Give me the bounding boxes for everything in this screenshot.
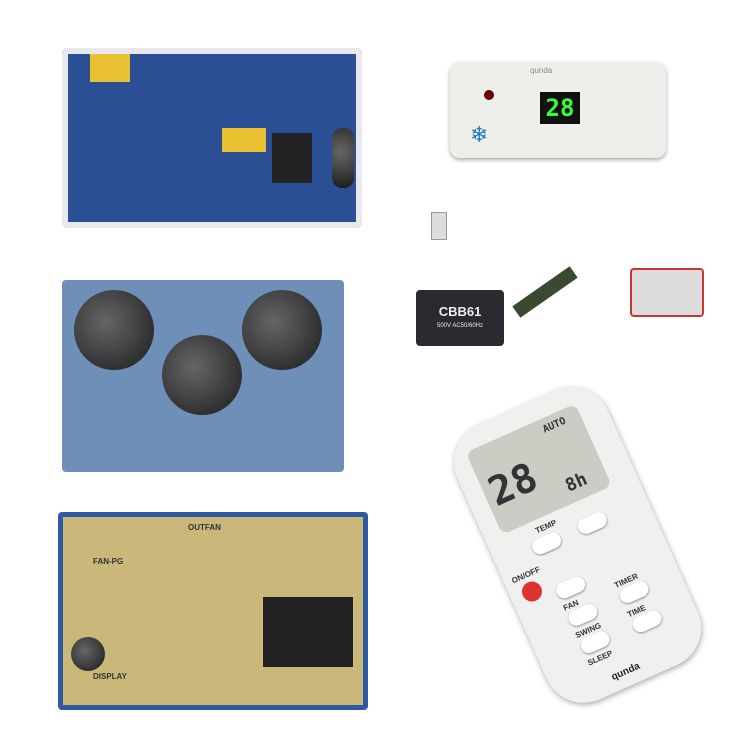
- buzzer: [71, 637, 105, 671]
- panel-brand: qunda: [530, 66, 553, 75]
- capacitor: [74, 290, 154, 370]
- transformer: [630, 268, 704, 317]
- capacitor-connector: [431, 212, 447, 240]
- label-fanpg: FAN-PG: [93, 557, 124, 566]
- remote-brand: qunda: [609, 660, 642, 683]
- led-indicator: [484, 90, 494, 100]
- panel-temperature-display: 28: [540, 92, 580, 124]
- temp-down-button[interactable]: [529, 529, 564, 557]
- relay: [263, 597, 353, 667]
- relay: [90, 54, 130, 82]
- capacitor: [332, 128, 354, 188]
- capacitor: [162, 335, 242, 415]
- label-outfan: OUTFAN: [188, 523, 221, 532]
- power-button[interactable]: [518, 578, 546, 605]
- label-display: DISPLAY: [93, 672, 127, 681]
- capacitor: [242, 290, 322, 370]
- snowflake-icon: ❄: [470, 122, 489, 147]
- control-board: OUTFAN FAN-PG DISPLAY: [58, 512, 368, 710]
- relay-block: [272, 133, 312, 183]
- inverter-pcb: [62, 48, 362, 228]
- mode-button[interactable]: [553, 574, 588, 601]
- capacitor-model: CBB61: [438, 304, 482, 319]
- cbb61-capacitor: CBB61 500V AC50/60Hz: [416, 290, 504, 346]
- remote-control: 28 AUTO 8h TEMP ON/OFF FAN SWING SLEEP T…: [441, 374, 714, 716]
- remote-mode: AUTO: [541, 415, 568, 436]
- capacitor-rating: 500V AC50/60Hz: [436, 323, 484, 329]
- capacitor-board: [62, 280, 344, 472]
- temp-up-button[interactable]: [575, 509, 610, 537]
- transformer: [222, 128, 266, 152]
- temperature-sensor: [512, 266, 578, 318]
- remote-timer: 8h: [562, 468, 591, 497]
- remote-temperature: 28: [481, 454, 545, 516]
